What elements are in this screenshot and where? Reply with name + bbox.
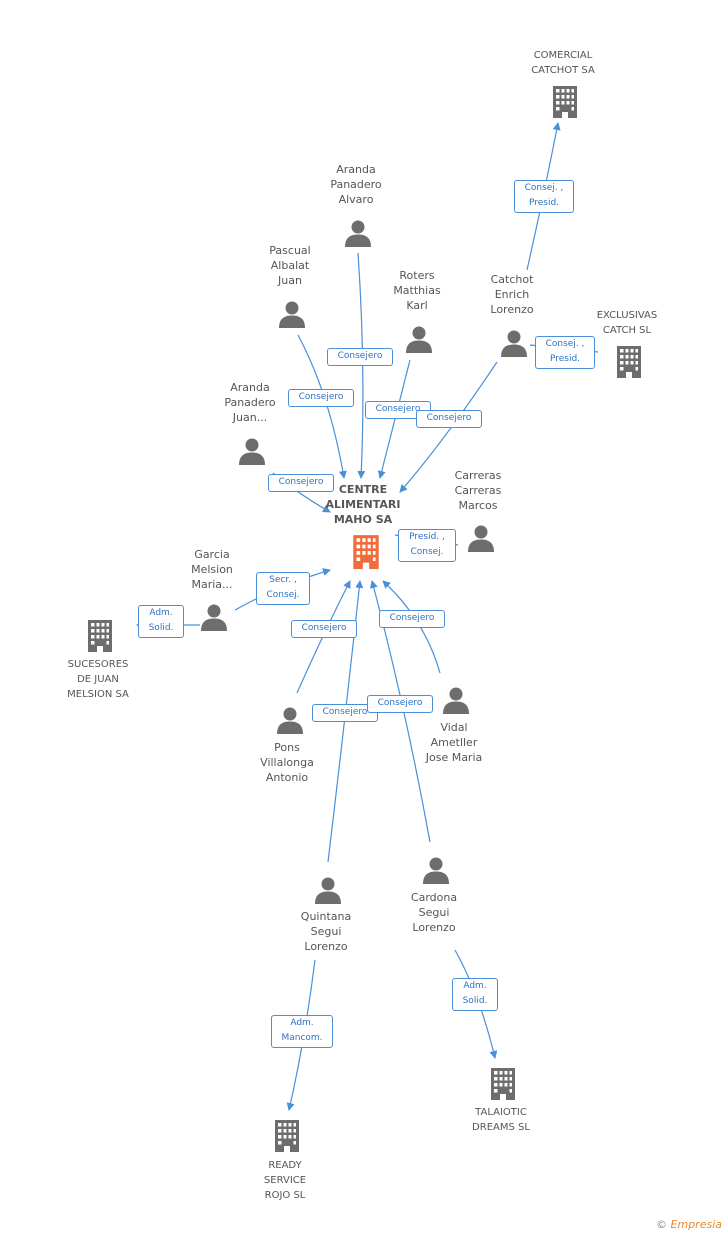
building-icon (553, 86, 577, 118)
person-label-quintana[interactable]: Quintana Segui Lorenzo (300, 910, 352, 953)
person-icon (315, 877, 341, 904)
person-label-carreras[interactable]: Carreras Carreras Marcos (454, 469, 502, 512)
relation-box-ready[interactable]: Adm. Mancom. (271, 1015, 333, 1048)
center-company-label[interactable]: CENTRE ALIMENTARI MAHO SA (325, 483, 401, 526)
person-label-cardona[interactable]: Cardona Segui Lorenzo (410, 891, 458, 934)
person-icon (239, 438, 265, 465)
relation-box-vidal[interactable]: Consejero (379, 610, 445, 628)
empresia-watermark: © Empresia (656, 1218, 722, 1231)
person-label-garcia[interactable]: Garcia Melsion Maria... (191, 548, 233, 591)
relation-box-aranda-juan[interactable]: Consejero (268, 474, 334, 492)
person-label-pons[interactable]: Pons Villalonga Antonio (260, 741, 314, 784)
edge-catchot (399, 361, 498, 493)
person-icon (423, 857, 449, 884)
person-icon (468, 525, 494, 552)
relation-box-exclusivas[interactable]: Consej. , Presid. (535, 336, 595, 369)
person-label-pascual[interactable]: Pascual Albalat Juan (269, 244, 311, 287)
person-label-roters[interactable]: Roters Matthias Karl (393, 269, 441, 312)
building-icon (275, 1120, 299, 1152)
person-icon (406, 326, 432, 353)
relation-box-catchot[interactable]: Consejero (416, 410, 482, 428)
edge-roters (377, 359, 411, 479)
copyright-symbol: © (656, 1218, 668, 1231)
company-label-exclusivas[interactable]: EXCLUSIVAS CATCH SL (596, 310, 658, 336)
center-building-icon (353, 535, 379, 569)
person-icon (501, 330, 527, 357)
relation-box-aranda-alvaro[interactable]: Consejero (327, 348, 393, 366)
relation-box-garcia[interactable]: Secr. , Consej. (256, 572, 310, 605)
relation-box-pons[interactable]: Consejero (291, 620, 357, 638)
relation-box-cardona[interactable]: Consejero (367, 695, 433, 713)
person-label-vidal[interactable]: Vidal Ametller Jose Maria (425, 721, 483, 764)
relation-box-quintana[interactable]: Consejero (312, 704, 378, 722)
company-label-comercial[interactable]: COMERCIAL CATCHOT SA (531, 50, 595, 76)
company-label-ready[interactable]: READY SERVICE ROJO SL (263, 1160, 307, 1201)
building-icon (617, 346, 641, 378)
person-icon (279, 301, 305, 328)
edge-aranda-alvaro (357, 252, 366, 479)
person-label-aranda-alvaro[interactable]: Aranda Panadero Alvaro (330, 163, 382, 206)
relation-box-comercial[interactable]: Consej. , Presid. (514, 180, 574, 213)
building-icon (491, 1068, 515, 1100)
company-label-talaiotic[interactable]: TALAIOTIC DREAMS SL (472, 1107, 530, 1133)
person-icon (201, 604, 227, 631)
relation-box-talaiotic[interactable]: Adm. Solid. (452, 978, 498, 1011)
relation-box-pascual[interactable]: Consejero (288, 389, 354, 407)
person-label-aranda-juan[interactable]: Aranda Panadero Juan... (224, 381, 276, 424)
brand-name: Empresia (670, 1218, 722, 1231)
person-icon (345, 220, 371, 247)
relation-box-sucesores[interactable]: Adm. Solid. (138, 605, 184, 638)
company-label-sucesores[interactable]: SUCESORES DE JUAN MELSION SA (67, 659, 129, 700)
person-icon (277, 707, 303, 734)
person-label-catchot[interactable]: Catchot Enrich Lorenzo (490, 273, 534, 316)
person-icon (443, 687, 469, 714)
building-icon (88, 620, 112, 652)
relation-box-carreras[interactable]: Presid. , Consej. (398, 529, 456, 562)
